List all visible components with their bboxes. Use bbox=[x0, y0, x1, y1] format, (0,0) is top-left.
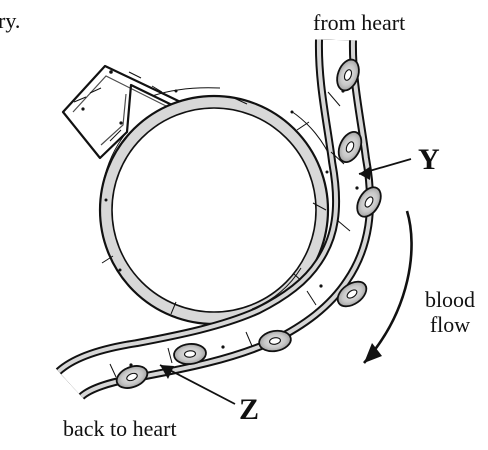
back-to-heart-label: back to heart bbox=[63, 418, 177, 440]
blood-flow-line-2: flow bbox=[420, 312, 480, 337]
label-y: Y bbox=[418, 145, 440, 175]
blood-flow-label: blood flow bbox=[420, 287, 480, 338]
label-z: Z bbox=[239, 395, 259, 425]
blood-flow-line-1: blood bbox=[420, 287, 480, 312]
blood-flow-arrow bbox=[364, 211, 412, 363]
from-heart-label: from heart bbox=[313, 12, 405, 34]
fragment-text: ry. bbox=[0, 10, 20, 32]
